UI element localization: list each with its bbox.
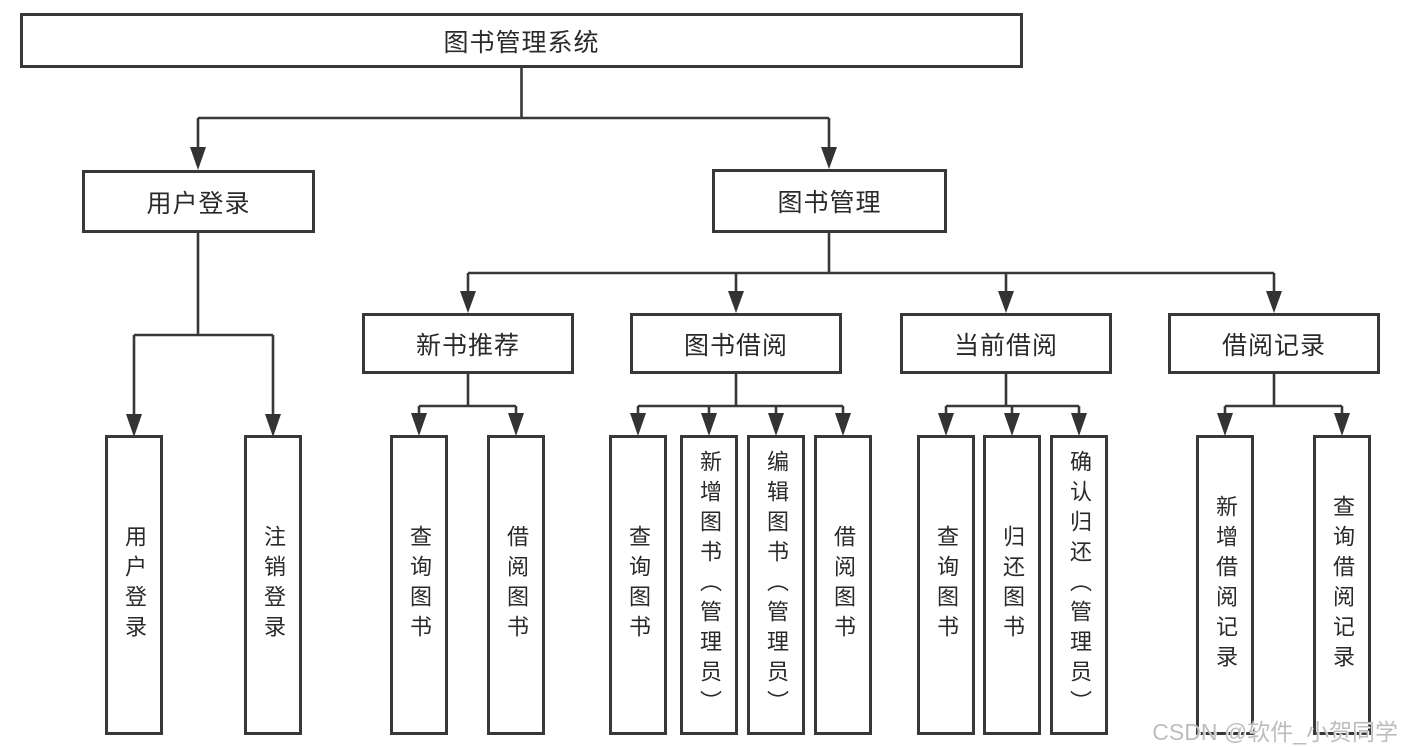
connector-root-to-level2 [190,68,837,170]
leaf-query-borrow-record: 查询借阅记录 [1313,435,1371,735]
node-user-login: 用户登录 [82,170,315,233]
connector-currentborrow-to-leaves [938,374,1087,436]
leaf-edit-book-admin: 编辑图书（管理员） [747,435,805,735]
connector-userlogin-to-leaves [126,233,281,437]
connector-bookborrow-to-leaves [630,374,851,436]
leaf-logout: 注销登录 [244,435,302,735]
leaf-query-books-borrow: 查询图书 [609,435,667,735]
node-new-book-recommendation: 新书推荐 [362,313,574,374]
leaf-borrow-books: 借阅图书 [814,435,872,735]
leaf-query-books-recommend: 查询图书 [390,435,448,735]
connector-bookmgmt-to-groups [460,233,1282,313]
connector-records-to-leaves [1217,374,1350,436]
leaf-user-login: 用户登录 [105,435,163,735]
leaf-return-book: 归还图书 [983,435,1041,735]
node-current-borrowing: 当前借阅 [900,313,1112,374]
node-borrowing-records: 借阅记录 [1168,313,1380,374]
leaf-add-book-admin: 新增图书（管理员） [680,435,738,735]
leaf-borrow-books-recommend: 借阅图书 [487,435,545,735]
csdn-watermark: CSDN @软件_小贺同学 [1152,719,1398,745]
node-book-management: 图书管理 [712,169,947,233]
connector-newbook-to-leaves [411,374,524,436]
leaf-query-books-current: 查询图书 [917,435,975,735]
node-book-borrowing: 图书借阅 [630,313,842,374]
leaf-confirm-return-admin: 确认归还（管理员） [1050,435,1108,735]
node-library-management-system: 图书管理系统 [20,13,1023,68]
leaf-add-borrow-record: 新增借阅记录 [1196,435,1254,735]
